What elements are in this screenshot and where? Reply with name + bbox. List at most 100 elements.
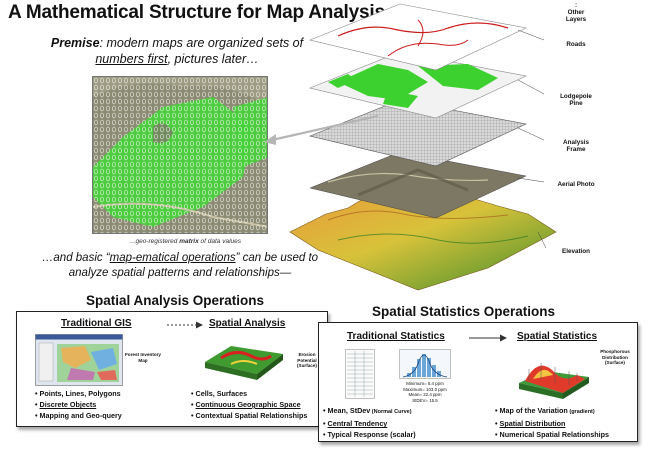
phos-caption-1: Phosphorous bbox=[600, 349, 630, 354]
pointer-arrow bbox=[264, 114, 379, 145]
summary-statistics: Minimum= 5.4 ppm Maximum= 103.0 ppm Mean… bbox=[399, 381, 451, 403]
label-elevation: Elevation bbox=[562, 248, 590, 255]
label-pine: Pine bbox=[569, 100, 583, 108]
erosion-caption-2: Potential bbox=[297, 357, 317, 363]
bullet-dot: • bbox=[323, 419, 326, 428]
label-aerial-photo: Aerial Photo bbox=[557, 181, 595, 188]
stat-stdev: StDEV= 15.5 bbox=[412, 397, 438, 403]
ts-bullet-2: • Central Tendency bbox=[323, 418, 416, 429]
bullet-dot: • bbox=[191, 389, 194, 398]
spatial-stats-ops-panel: Traditional Statistics Spatial Statistic… bbox=[318, 322, 638, 442]
label-other-colon: : bbox=[574, 2, 578, 9]
ts-bullet-2-text: Central Tendency bbox=[327, 419, 388, 428]
premise-lead: Premise bbox=[50, 36, 100, 50]
sa-bullet-3: • Contextual Spatial Relationships bbox=[191, 410, 307, 421]
gis-bullet-1: • Points, Lines, Polygons bbox=[35, 388, 122, 399]
traditional-statistics-bullets: • Mean, StDev (Normal Curve) • Central T… bbox=[323, 405, 416, 440]
matrix-caption-bold: matrix bbox=[179, 238, 199, 245]
aerial-photo-layer bbox=[310, 152, 526, 218]
spatial-analysis-heading: Spatial Analysis bbox=[209, 318, 286, 329]
matrix-aerial-image bbox=[92, 76, 268, 234]
dashed-arrow bbox=[167, 321, 203, 329]
traditional-gis-heading: Traditional GIS bbox=[61, 318, 132, 329]
erosion-potential-caption: Erosion Potential (Surface) bbox=[289, 352, 325, 369]
sa-bullet-1-text: Cells, Surfaces bbox=[195, 389, 248, 398]
erosion-caption-1: Erosion bbox=[298, 352, 316, 357]
forest-inventory-caption: Forest Inventory Map bbox=[125, 352, 161, 363]
bullet-dot: • bbox=[495, 430, 498, 439]
gis-bullet-1-text: Points, Lines, Polygons bbox=[39, 389, 121, 398]
bullet-dot: • bbox=[35, 389, 38, 398]
label-lodgepole: Lodgepole bbox=[560, 93, 592, 100]
gis-bullet-2-text: Discrete Objects bbox=[39, 400, 97, 409]
label-analysis: Analysis bbox=[563, 139, 589, 146]
spatial-analysis-ops-heading: Spatial Analysis Operations bbox=[86, 293, 265, 308]
phosphorous-caption: Phosphorous Distribution (Surface) bbox=[595, 349, 635, 366]
ss-bullet-1-extra: (gradient) bbox=[567, 409, 595, 415]
phos-caption-3: (Surface) bbox=[605, 360, 625, 365]
forest-inventory-map-image bbox=[35, 334, 123, 386]
ss-bullet-2-text: Spatial Distribution bbox=[499, 419, 566, 428]
erosion-caption-3: (Surface) bbox=[297, 363, 317, 368]
premise-numbers-first: numbers first bbox=[95, 52, 168, 66]
stat-mean: Mean= 22.4 ppm bbox=[408, 392, 442, 397]
ts-bullet-3: • Typical Response (scalar) bbox=[323, 429, 416, 440]
gis-bullet-3-text: Mapping and Geo-query bbox=[39, 411, 122, 420]
stat-maximum: Maximum= 103.0 ppm bbox=[403, 386, 447, 392]
layer-stack-diagram bbox=[289, 3, 557, 291]
basic-line1-a: …and basic “ bbox=[41, 252, 110, 264]
bullet-dot: • bbox=[323, 406, 326, 415]
ts-bullet-1: • Mean, StDev (Normal Curve) bbox=[323, 405, 416, 418]
phosphorous-surface-image bbox=[519, 363, 589, 399]
spatial-analysis-ops-panel: Traditional GIS Spatial Analysis Forest … bbox=[16, 311, 328, 427]
sa-bullet-2-text: Continuous Geographic Space bbox=[195, 400, 301, 409]
ts-bullet-3-text: Typical Response (scalar) bbox=[327, 430, 416, 439]
basic-mapematical-ops: map-ematical operations bbox=[109, 252, 236, 264]
bullet-dot: • bbox=[495, 406, 498, 415]
premise-line2-text: , pictures later… bbox=[167, 52, 259, 66]
premise-line-1: Premise: modern maps are organized sets … bbox=[22, 36, 332, 50]
spatial-statistics-heading: Spatial Statistics bbox=[517, 331, 598, 342]
matrix-caption: …geo-registered matrix of data values bbox=[100, 238, 270, 245]
matrix-caption-post: of data values bbox=[198, 238, 242, 245]
bullet-dot: • bbox=[191, 400, 194, 409]
bullet-dot: • bbox=[323, 430, 326, 439]
normal-curve-image bbox=[399, 349, 451, 379]
ss-bullet-3: • Numerical Spatial Relationships bbox=[495, 429, 609, 440]
spatial-statistics-bullets: • Map of the Variation (gradient) • Spat… bbox=[495, 405, 609, 440]
basic-ops-line-1: …and basic “map-ematical operations” can… bbox=[22, 252, 338, 264]
gis-bullet-3: • Mapping and Geo-query bbox=[35, 410, 122, 421]
label-lodgepole-pine: Lodgepole Pine bbox=[546, 93, 606, 107]
bullet-dot: • bbox=[495, 419, 498, 428]
spatial-analysis-bullets: • Cells, Surfaces • Continuous Geographi… bbox=[191, 388, 307, 421]
label-other-layers: : Other Layers bbox=[546, 2, 606, 24]
ss-bullet-1: • Map of the Variation (gradient) bbox=[495, 405, 609, 418]
sa-bullet-2: • Continuous Geographic Space bbox=[191, 399, 307, 410]
ss-bullet-1-text: Map of the Variation bbox=[499, 406, 568, 415]
ts-bullet-1-text: Mean, StDev bbox=[327, 406, 371, 415]
label-layers: Layers bbox=[565, 16, 587, 24]
traditional-gis-bullets: • Points, Lines, Polygons • Discrete Obj… bbox=[35, 388, 122, 421]
stat-minimum: Minimum= 5.4 ppm bbox=[406, 381, 444, 386]
bullet-dot: • bbox=[35, 411, 38, 420]
data-table-image bbox=[345, 349, 375, 399]
label-frame: Frame bbox=[566, 146, 586, 154]
forest-inventory-caption-2: Map bbox=[138, 357, 148, 363]
ts-bullet-1-extra: (Normal Curve) bbox=[370, 409, 412, 415]
spatial-stats-ops-heading: Spatial Statistics Operations bbox=[372, 304, 556, 319]
solid-arrow bbox=[469, 334, 507, 342]
forest-inventory-caption-1: Forest Inventory bbox=[125, 352, 161, 357]
basic-line1-b: ” can be used to bbox=[235, 252, 319, 264]
sa-bullet-3-text: Contextual Spatial Relationships bbox=[195, 411, 308, 420]
basic-ops-line-2: analyze spatial patterns and relationshi… bbox=[68, 267, 292, 279]
bullet-dot: • bbox=[35, 400, 38, 409]
gis-bullet-2: • Discrete Objects bbox=[35, 399, 122, 410]
page-title: A Mathematical Structure for Map Analysi… bbox=[8, 2, 385, 23]
label-other: Other bbox=[567, 9, 585, 17]
label-analysis-frame: Analysis Frame bbox=[546, 139, 606, 153]
phos-caption-2: Distribution bbox=[602, 354, 628, 360]
ss-bullet-3-text: Numerical Spatial Relationships bbox=[499, 430, 609, 439]
ss-bullet-2: • Spatial Distribution bbox=[495, 418, 609, 429]
matrix-caption-pre: …geo-registered bbox=[128, 238, 180, 245]
premise-line-2: numbers first, pictures later… bbox=[22, 52, 332, 66]
